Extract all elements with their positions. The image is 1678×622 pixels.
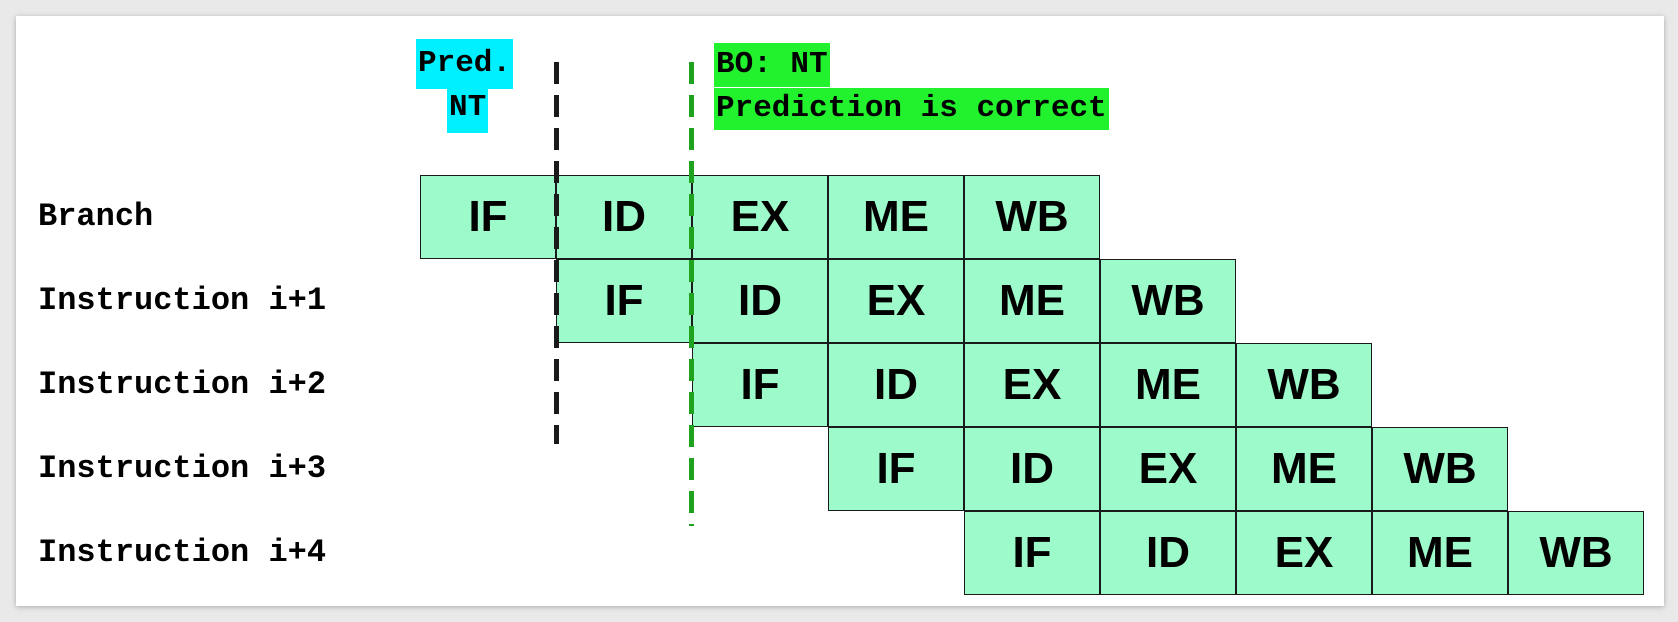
stage-me-row-2: ME [1100, 343, 1236, 427]
stage-me-row-3: ME [1236, 427, 1372, 511]
stage-me-row-1: ME [964, 259, 1100, 343]
branch-resolution-marker [689, 62, 694, 526]
row-label-branch: Branch [38, 198, 154, 235]
stage-if-row-4: IF [964, 511, 1100, 595]
stage-id-row-4: ID [1100, 511, 1236, 595]
row-label-instruction-3: Instruction i+3 [38, 450, 327, 487]
stage-me-row-0: ME [828, 175, 964, 259]
pipeline-diagram: Pred. NT BO: NT Prediction is correct Br… [16, 16, 1664, 606]
prediction-time-marker [554, 62, 559, 444]
stage-ex-row-4: EX [1236, 511, 1372, 595]
stage-id-row-1: ID [692, 259, 828, 343]
stage-wb-row-3: WB [1372, 427, 1508, 511]
stage-if-row-0: IF [420, 175, 556, 259]
row-label-instruction-4: Instruction i+4 [38, 534, 327, 571]
branch-outcome-label: BO: NT [714, 43, 830, 87]
stage-ex-row-3: EX [1100, 427, 1236, 511]
stage-wb-row-0: WB [964, 175, 1100, 259]
row-label-instruction-1: Instruction i+1 [38, 282, 327, 319]
stage-if-row-1: IF [556, 259, 692, 343]
prediction-label-line1: Pred. [416, 39, 514, 89]
prediction-label-line2: NT [447, 83, 489, 133]
stage-if-row-3: IF [828, 427, 964, 511]
stage-id-row-2: ID [828, 343, 964, 427]
prediction-result-label: Prediction is correct [714, 88, 1109, 130]
stage-id-row-0: ID [556, 175, 692, 259]
row-label-instruction-2: Instruction i+2 [38, 366, 327, 403]
stage-if-row-2: IF [692, 343, 828, 427]
stage-wb-row-4: WB [1508, 511, 1644, 595]
stage-ex-row-1: EX [828, 259, 964, 343]
stage-ex-row-0: EX [692, 175, 828, 259]
stage-wb-row-1: WB [1100, 259, 1236, 343]
stage-ex-row-2: EX [964, 343, 1100, 427]
stage-wb-row-2: WB [1236, 343, 1372, 427]
stage-me-row-4: ME [1372, 511, 1508, 595]
stage-id-row-3: ID [964, 427, 1100, 511]
